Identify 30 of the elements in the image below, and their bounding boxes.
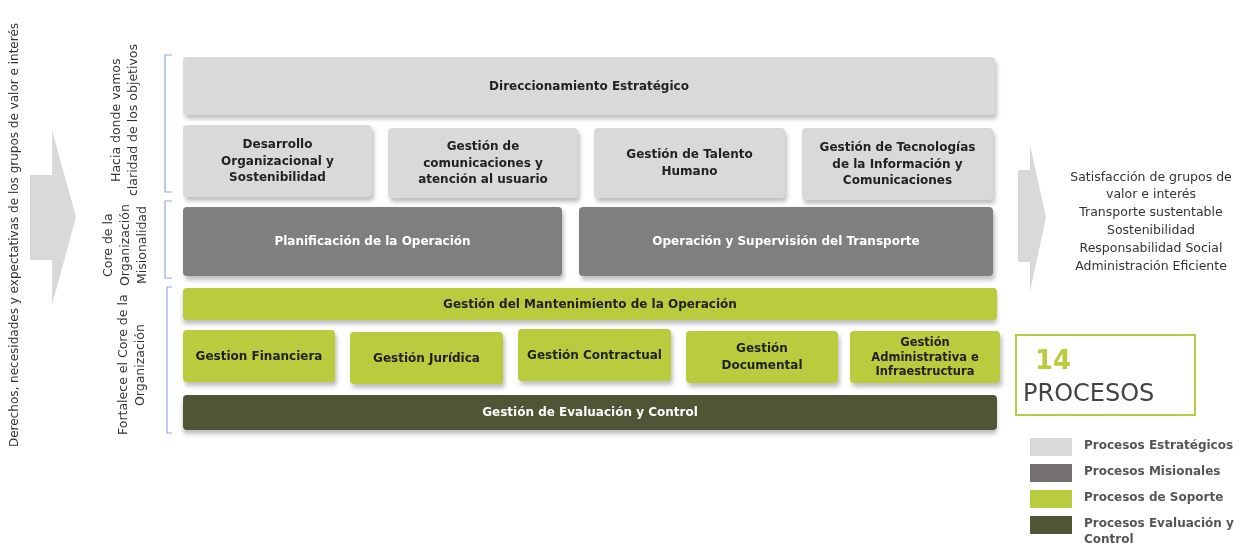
strategic-process-box: Direccionamiento Estratégico [183, 57, 995, 115]
strategic-process-box: Desarrollo Organizacional y Sostenibilidad [183, 125, 372, 197]
outcome-text: Responsabilidad Social [1078, 239, 1224, 256]
legend-label: Procesos de Soporte [1084, 490, 1225, 506]
strategic-process-box: Gestión de Talento Humano [594, 128, 785, 198]
strategic-process-box: Gestión de comunicaciones y atención al usuario [388, 128, 578, 198]
count-number: 14 [1035, 346, 1072, 375]
outcome-text: Administración Eficiente [1074, 257, 1228, 274]
outcome-text: Transporte sustentable [1078, 203, 1224, 220]
mission-process-box: Planificación de la Operación [183, 207, 562, 276]
evaluation-process-box: Gestión de Evaluación y Control [183, 395, 997, 430]
support-process-box: Gestión Documental [686, 331, 838, 383]
legend-label: Procesos Misionales [1084, 464, 1222, 480]
support-process-box: Gestión Contractual [518, 329, 671, 381]
outcome-text: Sostenibilidad [1106, 221, 1196, 238]
legend-label: Procesos Estratégicos [1084, 438, 1234, 454]
side-note: Derechos, necesidades y expectativas de los grupos de valor e interés [6, 21, 22, 450]
support-process-box: Gestión Jurídica [350, 332, 503, 384]
legend-label: Procesos Evaluación y Control [1084, 516, 1234, 548]
row-group-label: Core de la Organización Misionalidad [100, 203, 150, 288]
count-label: PROCESOS [1023, 380, 1155, 407]
row-group-label: Hacia donde vamos claridad de los objetivos [108, 43, 141, 198]
row-group-label: Fortalece el Core de la Organización [115, 293, 148, 438]
outcome-text: Satisfacción de grupos de valor e interés [1069, 168, 1233, 202]
count-box [1015, 334, 1196, 416]
mission-process-box: Operación y Supervisión del Transporte [579, 207, 993, 276]
support-process-box: Gestión Administrativa e Infraestructura [850, 331, 1000, 383]
support-process-box: Gestion Financiera [183, 330, 335, 382]
strategic-process-box: Gestión de Tecnologías de la Información y Comunicaciones [802, 128, 993, 200]
support-process-box: Gestión del Mantenimiento de la Operación [183, 288, 997, 320]
